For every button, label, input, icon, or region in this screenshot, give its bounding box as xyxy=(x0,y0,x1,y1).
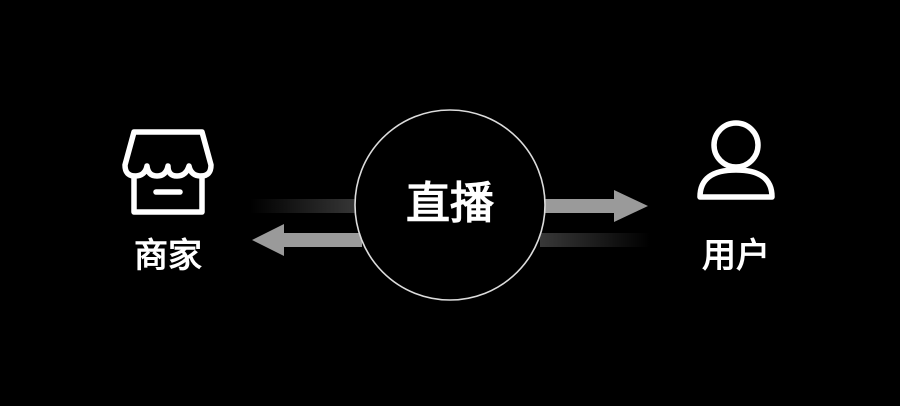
user-track-fade xyxy=(540,233,650,247)
live-circle xyxy=(354,109,546,301)
arrow-to-merchant xyxy=(252,224,362,256)
merchant-track-fade xyxy=(250,199,360,213)
live-label: 直播 xyxy=(406,178,494,229)
user-icon xyxy=(697,120,775,200)
user-label: 用户 xyxy=(702,236,770,276)
merchant-label: 商家 xyxy=(134,236,202,276)
arrow-to-user xyxy=(540,190,648,222)
storefront-icon xyxy=(122,129,214,215)
